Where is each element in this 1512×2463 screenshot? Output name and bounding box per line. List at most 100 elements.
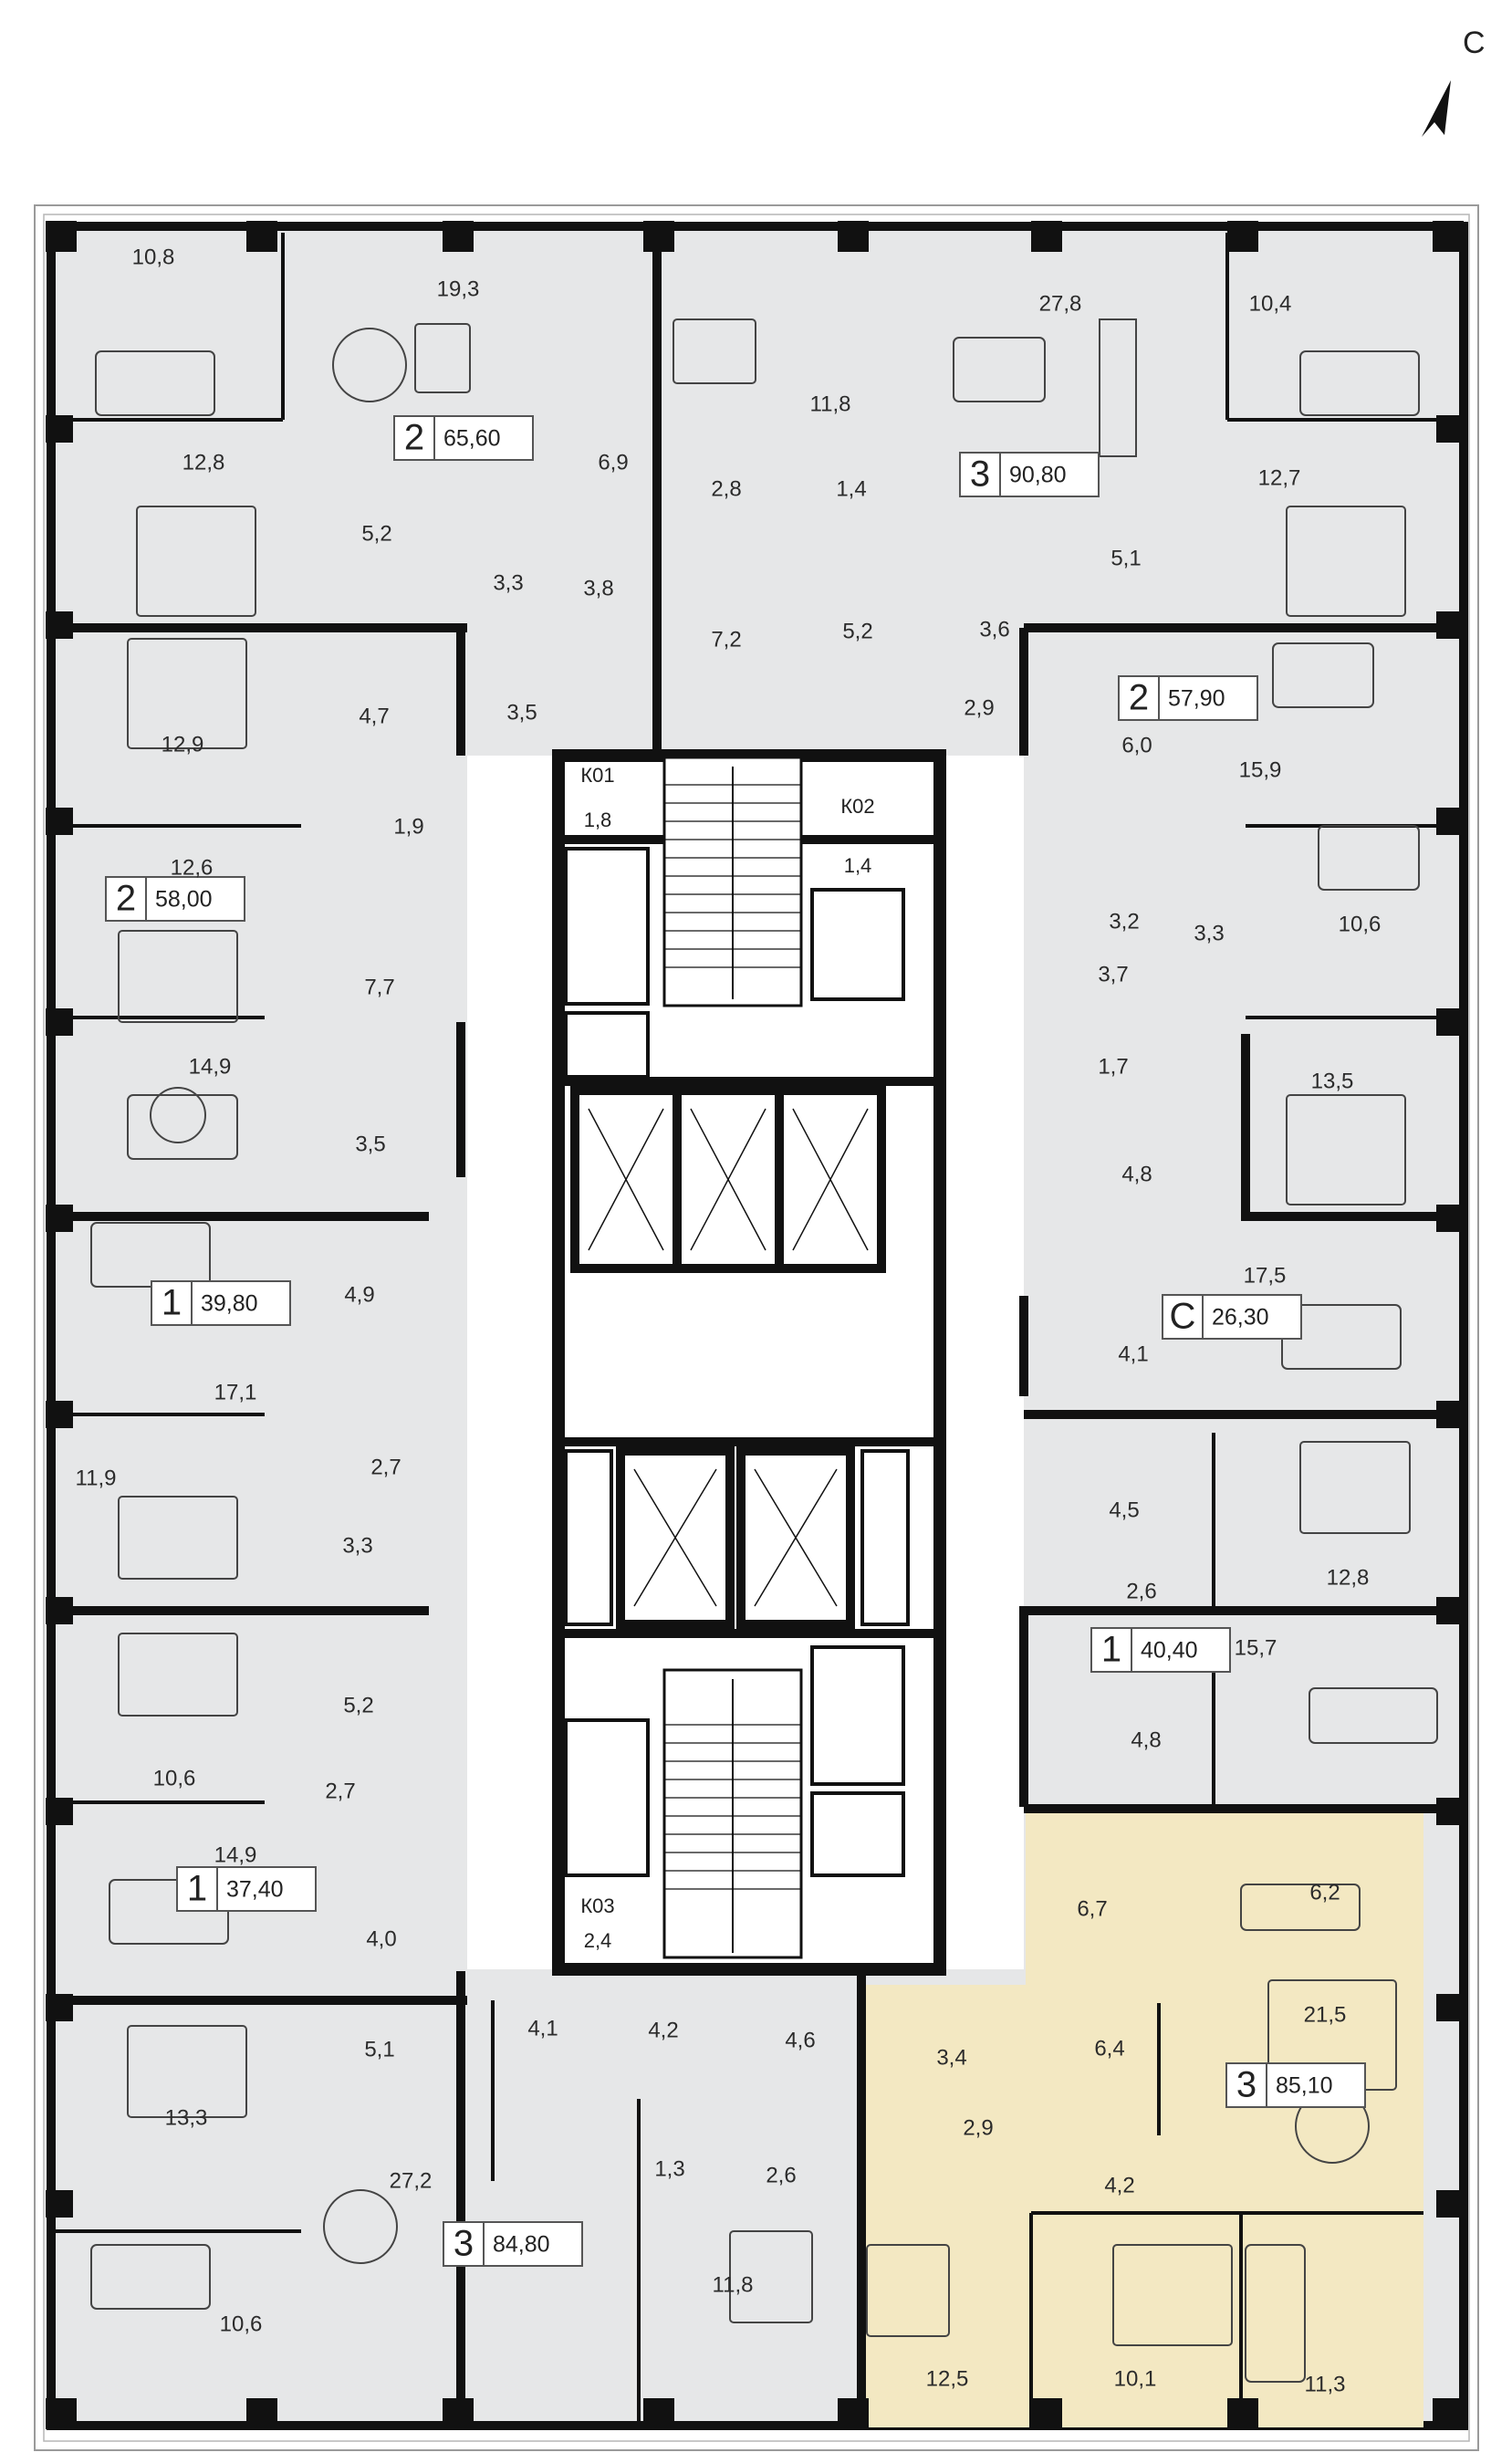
room-area-label: 4,5: [1109, 1498, 1139, 1522]
room-area-label: 5,2: [343, 1693, 373, 1717]
apartment-total-area: 39,80: [201, 1291, 258, 1317]
room-area-label: 3,8: [583, 576, 613, 600]
apartment-walls: [55, 233, 1460, 2427]
room-area-label: 4,0: [366, 1926, 396, 1951]
room-area-label: 11,8: [713, 2272, 754, 2297]
apartment-total-area: 37,40: [226, 1877, 284, 1903]
room-area-label: 3,5: [506, 700, 537, 725]
apartment-room-count: 1: [162, 1283, 182, 1323]
room-area-label: 5,2: [361, 521, 391, 546]
apartment-room-count: 1: [187, 1869, 207, 1909]
apartment-total-area: 58,00: [155, 887, 213, 913]
core-room-code: К01: [580, 764, 614, 787]
room-area-label: 3,5: [355, 1132, 385, 1156]
core-room-code: К03: [580, 1894, 614, 1917]
apartment-room-count: 2: [116, 879, 136, 919]
room-area-label: 7,7: [364, 975, 394, 999]
room-area-label: 7,2: [711, 627, 741, 652]
badge-frame: [105, 876, 245, 922]
core-room-area: 1,4: [844, 854, 872, 877]
apartment-total-area: 57,90: [1168, 686, 1225, 712]
room-area-label: 6,9: [598, 450, 628, 475]
room-area-label: 10,6: [153, 1766, 196, 1790]
room-area-label: 4,6: [785, 2028, 815, 2052]
room-area-label: 10,4: [1249, 291, 1292, 316]
stair-bottom: [662, 1668, 803, 1959]
badge-frame: [393, 415, 534, 461]
room-area-label: 21,5: [1304, 2002, 1347, 2027]
building-core: [552, 749, 946, 1976]
room-area-label: 4,8: [1131, 1727, 1161, 1752]
room-area-label: 12,5: [926, 2366, 969, 2391]
room-area-label: 11,3: [1305, 2372, 1346, 2396]
apartment-total-area: 26,30: [1212, 1305, 1269, 1331]
apartment-badge[interactable]: С 26,30: [1162, 1294, 1302, 1340]
north-arrow-icon: [1422, 80, 1451, 137]
badge-frame: [1225, 2062, 1366, 2108]
apartment-total-area: 90,80: [1009, 463, 1067, 488]
badge-frame: [959, 452, 1100, 497]
apartment-room-count: 3: [970, 454, 990, 495]
furniture: [90, 318, 1438, 2383]
room-area-label: 4,7: [359, 704, 389, 728]
room-area-label: 1,7: [1098, 1054, 1128, 1079]
room-area-label: 2,6: [766, 2163, 796, 2187]
room-area-label: 1,9: [393, 814, 423, 839]
room-area-label: 13,3: [165, 2105, 208, 2130]
room-area-label: 2,8: [711, 476, 741, 501]
badge-frame: [1090, 1627, 1231, 1673]
room-area-label: 10,6: [1339, 912, 1382, 936]
badge-frame: [151, 1280, 291, 1326]
elevator-group-top: [570, 1086, 886, 1273]
room-area-label: 1,3: [654, 2156, 684, 2181]
room-area-label: 1,4: [836, 476, 866, 501]
room-area-label: 17,5: [1244, 1263, 1287, 1288]
room-area-label: 4,9: [344, 1282, 374, 1307]
room-area-label: 5,1: [1111, 546, 1141, 570]
room-area-label: 3,4: [936, 2045, 966, 2070]
room-area-label: 15,9: [1239, 757, 1282, 782]
stair-top: [662, 756, 803, 1007]
apartment-room-count: 2: [1129, 678, 1149, 718]
room-area-label: 10,1: [1114, 2366, 1157, 2391]
room-area-label: 3,3: [342, 1533, 372, 1558]
room-area-label: 3,3: [1194, 921, 1224, 945]
core-room-area: 2,4: [584, 1929, 612, 1952]
core-room: К03 2,4: [580, 1894, 614, 1952]
room-area-label: 10,6: [220, 2312, 263, 2336]
room-area-label: 2,7: [370, 1455, 401, 1479]
corridor: [467, 756, 1024, 1971]
room-area-label: 14,9: [189, 1054, 232, 1079]
room-area-label: 6,4: [1094, 2036, 1124, 2061]
room-area-label: 14,9: [214, 1842, 257, 1867]
apartment-room-count: 1: [1101, 1630, 1121, 1670]
badge-frame: [176, 1866, 317, 1912]
apartment-room-count: С: [1170, 1297, 1196, 1337]
room-area-label: 2,6: [1126, 1579, 1156, 1603]
room-area-label: 27,8: [1039, 291, 1082, 316]
badge-frame: [1118, 675, 1258, 721]
highlighted-apartment[interactable]: [861, 1813, 1423, 2427]
room-area-label: 12,6: [171, 855, 214, 880]
apartment-room-count: 2: [404, 418, 424, 458]
room-area-label: 10,8: [132, 245, 175, 269]
room-area-label: 13,5: [1311, 1069, 1354, 1093]
room-area-label: 2,9: [964, 695, 994, 720]
room-area-label: 5,2: [842, 619, 872, 643]
room-area-label: 27,2: [390, 2168, 433, 2193]
